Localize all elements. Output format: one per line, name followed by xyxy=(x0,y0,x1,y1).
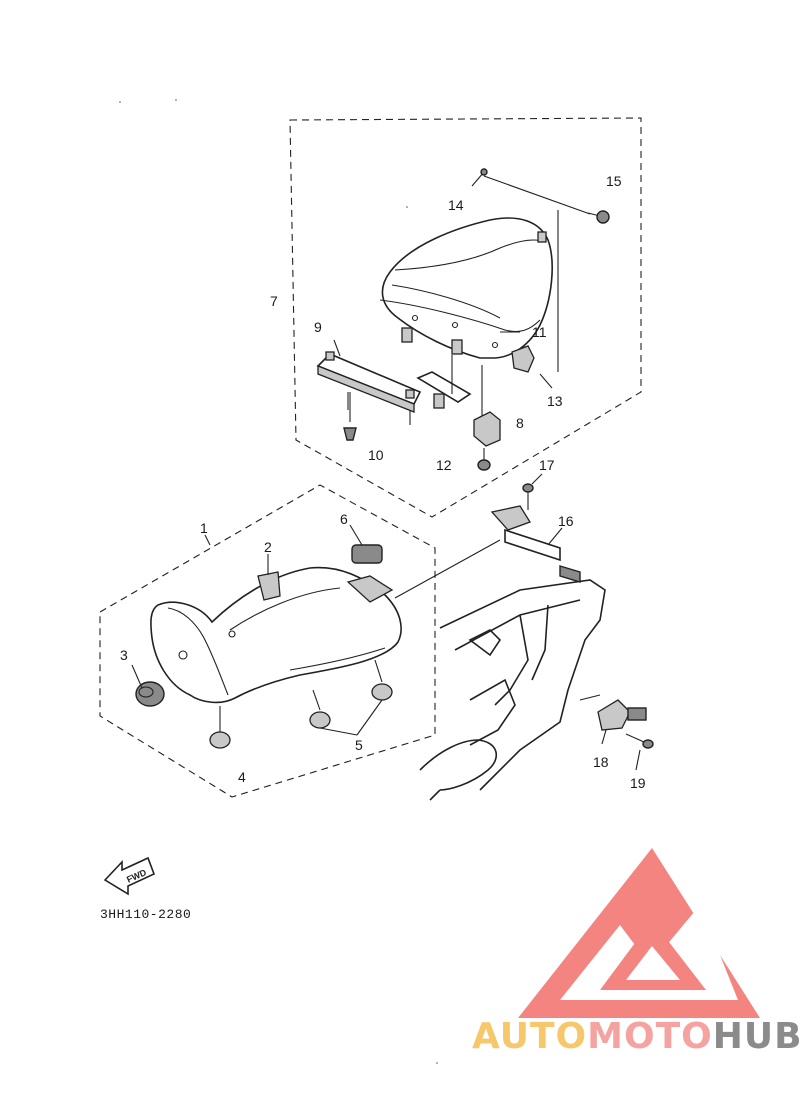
callout-5: 5 xyxy=(355,737,363,753)
callout-14: 14 xyxy=(448,197,464,213)
group-box-main-seat xyxy=(99,484,436,798)
part-18-lock xyxy=(597,699,647,731)
callout-9: 9 xyxy=(314,319,322,335)
rear-seat-cowl xyxy=(379,217,553,359)
callout-17: 17 xyxy=(539,457,555,473)
part-9-bracket xyxy=(316,351,422,413)
callout-2: 2 xyxy=(264,539,272,555)
part-19-bolt xyxy=(625,733,654,749)
callout-15: 15 xyxy=(606,173,622,189)
watermark-logo xyxy=(518,848,760,1018)
callout-8: 8 xyxy=(516,415,524,431)
part-11-plate xyxy=(416,371,472,409)
watermark-part-moto: MOTO xyxy=(587,1016,713,1057)
part-12-bolt xyxy=(477,448,491,471)
callout-7: 7 xyxy=(270,293,278,309)
diagram-code: 3HH110-2280 xyxy=(100,907,191,922)
part-13-bracket xyxy=(511,345,535,373)
callout-1: 1 xyxy=(200,520,208,536)
watermark-part-auto: AUTO xyxy=(472,1016,587,1057)
part-4-rubber xyxy=(209,731,231,749)
callout-12: 12 xyxy=(436,457,452,473)
leader-lines-main xyxy=(131,524,501,736)
group-box-rear-seat xyxy=(289,117,642,518)
frame-section xyxy=(419,579,606,801)
watermark-text: AUTOMOTOHUB xyxy=(472,1016,800,1057)
callout-3: 3 xyxy=(120,647,128,663)
part-2-tab xyxy=(257,571,281,601)
part-17-bolt xyxy=(522,483,534,510)
callout-13: 13 xyxy=(547,393,563,409)
part-8-bracket xyxy=(473,411,501,447)
callout-16: 16 xyxy=(558,513,574,529)
watermark-part-hub: HUB xyxy=(713,1016,800,1057)
callout-4: 4 xyxy=(238,769,246,785)
leader-lines-frame xyxy=(531,473,641,771)
callout-19: 19 xyxy=(630,775,646,791)
part-6-damper xyxy=(346,544,394,603)
part-5-rubbers xyxy=(309,683,393,729)
svg-text:AUTOMOTOHUB: AUTOMOTOHUB xyxy=(472,1016,800,1057)
callout-18: 18 xyxy=(593,754,609,770)
part-16-lock xyxy=(490,505,581,583)
part-3-knob xyxy=(135,681,165,707)
forward-arrow-icon: FWD xyxy=(103,856,156,896)
callout-11: 11 xyxy=(532,324,547,340)
callout-6: 6 xyxy=(340,511,348,527)
main-seat xyxy=(150,566,402,704)
scan-specks xyxy=(119,99,438,1064)
callouts: 1 2 3 4 5 6 7 8 9 10 11 12 13 14 15 16 1… xyxy=(120,173,646,791)
leader-lines-rear xyxy=(333,175,591,425)
callout-10: 10 xyxy=(368,447,384,463)
part-14-pin xyxy=(471,168,488,187)
part-15-bolt xyxy=(587,210,610,224)
part-10-bolt xyxy=(343,392,357,441)
